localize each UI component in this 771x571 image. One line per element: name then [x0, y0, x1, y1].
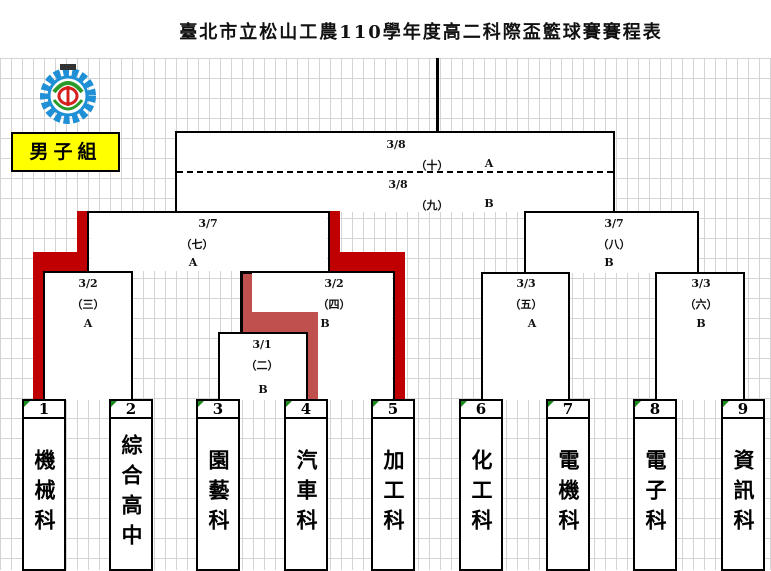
- winner-path: [33, 252, 88, 271]
- match-2: [218, 332, 308, 400]
- group-label: 男子組: [11, 132, 120, 172]
- match-number: （十）: [415, 159, 449, 172]
- match-court: A: [527, 317, 537, 330]
- team-name: 化工科: [459, 419, 503, 571]
- match-court: B: [696, 317, 706, 330]
- team-number: 4: [284, 399, 328, 419]
- team-number: 3: [196, 399, 240, 419]
- match-number: （四）: [317, 298, 351, 311]
- match-date: 3/2: [78, 277, 98, 290]
- team-number: 2: [109, 399, 153, 419]
- match-number: （八）: [597, 238, 631, 251]
- match-number: （九）: [415, 199, 449, 212]
- team-name: 機械科: [22, 419, 66, 571]
- match-number: （三）: [71, 298, 105, 311]
- match-date: 3/3: [691, 277, 711, 290]
- school-logo-gear-icon: [30, 62, 106, 124]
- team-name-text: 園藝科: [206, 449, 231, 539]
- team-name-text: 電機科: [556, 449, 581, 539]
- team-name-text: 汽車科: [294, 449, 319, 539]
- winner-path: [394, 252, 405, 400]
- team-name: 綜合高中: [109, 419, 153, 571]
- team-name: 電子科: [633, 419, 677, 571]
- team-number: 9: [721, 399, 765, 419]
- match-court: B: [484, 197, 494, 210]
- winner-path: [77, 211, 88, 261]
- team-name: 電機科: [546, 419, 590, 571]
- match-3: [43, 271, 133, 400]
- team-name: 園藝科: [196, 419, 240, 571]
- winner-path: [328, 252, 405, 271]
- match-number: （六）: [684, 298, 718, 311]
- team-name-text: 化工科: [469, 449, 494, 539]
- winner-path: [241, 312, 318, 332]
- match-4: [240, 271, 395, 400]
- team-name: 汽車科: [284, 419, 328, 571]
- team-name-text: 資訊科: [731, 449, 756, 539]
- match-court: B: [604, 256, 614, 269]
- match-date: 3/2: [324, 277, 344, 290]
- match-6: [655, 272, 745, 400]
- team-name-text: 電子科: [643, 449, 668, 539]
- match-5: [481, 272, 570, 400]
- match-date: 3/7: [604, 217, 624, 230]
- match-date: 3/1: [252, 338, 272, 351]
- team-name: 資訊科: [721, 419, 765, 571]
- winner-path: [33, 252, 44, 400]
- page-title: 臺北市立松山工農110學年度高二科際盃籃球賽賽程表: [179, 22, 663, 43]
- team-number: 8: [633, 399, 677, 419]
- bracket-line: [436, 58, 439, 132]
- match-court: A: [83, 317, 93, 330]
- match-court: A: [484, 157, 494, 170]
- match-number: （二）: [245, 359, 279, 372]
- match-number: （七）: [180, 238, 214, 251]
- match-7: [87, 211, 330, 272]
- team-number: 1: [22, 399, 66, 419]
- match-court: B: [320, 317, 330, 330]
- match-date: 3/7: [198, 217, 218, 230]
- match-date: 3/8: [386, 138, 406, 151]
- match-date: 3/3: [516, 277, 536, 290]
- team-number: 5: [371, 399, 415, 419]
- match-court: A: [188, 256, 198, 269]
- team-number: 7: [546, 399, 590, 419]
- team-number: 6: [459, 399, 503, 419]
- dashed-divider: [177, 171, 613, 173]
- team-name-text: 機械科: [32, 449, 57, 539]
- team-name-text: 綜合高中: [119, 434, 144, 554]
- team-name: 加工科: [371, 419, 415, 571]
- winner-path: [241, 271, 252, 332]
- bracket-line: [240, 271, 243, 333]
- winner-path: [307, 312, 318, 400]
- team-name-text: 加工科: [381, 449, 406, 539]
- match-number: （五）: [509, 298, 543, 311]
- match-8: [524, 211, 699, 273]
- match-court: B: [258, 383, 268, 396]
- match-date: 3/8: [388, 178, 408, 191]
- winner-path: [328, 211, 340, 261]
